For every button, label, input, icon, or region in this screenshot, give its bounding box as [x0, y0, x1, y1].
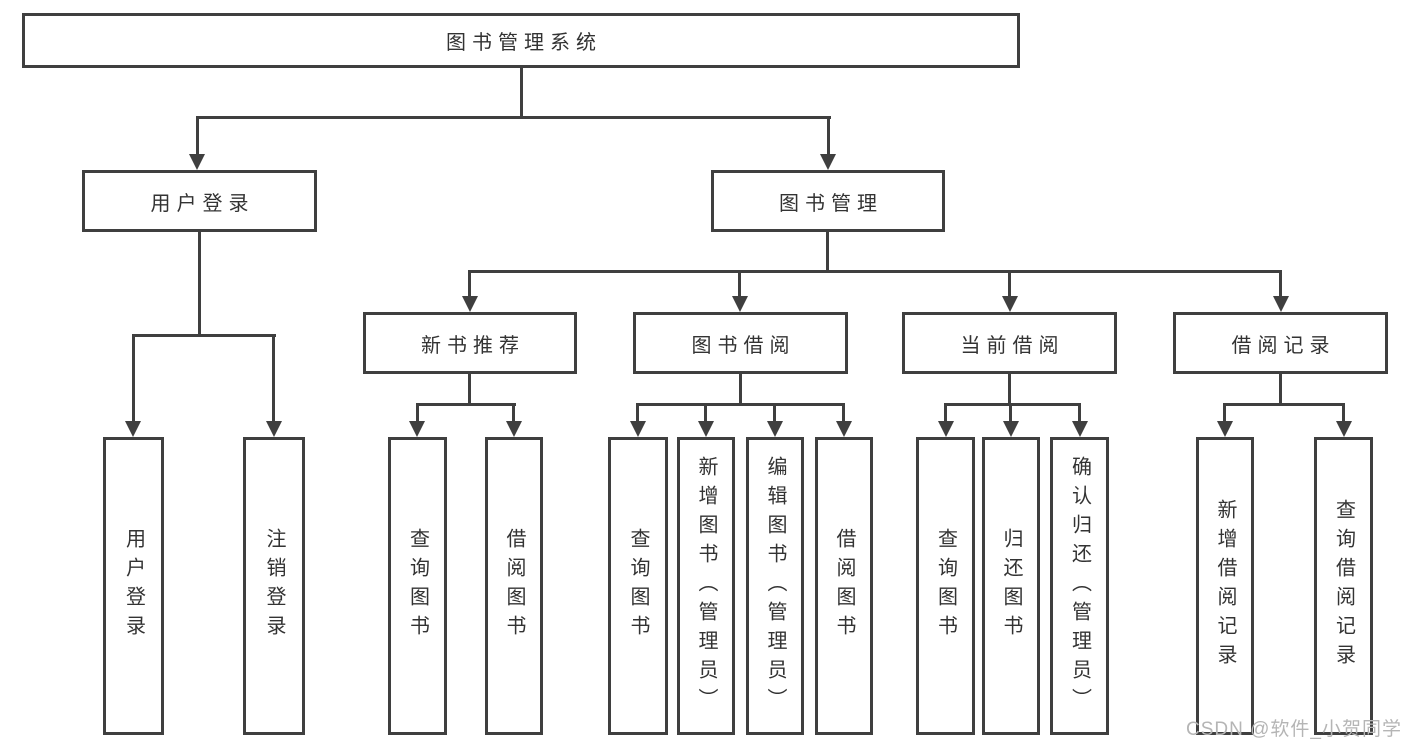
connector-vline — [636, 403, 639, 423]
leaf-label: 借阅图书 — [833, 528, 855, 644]
node-book-management: 图书管理 — [711, 170, 945, 232]
leaf-label: 新增图书（管理员） — [695, 455, 717, 717]
leaf-query-books-recommend: 查询图书 — [388, 437, 447, 735]
arrow-down-icon — [630, 421, 646, 437]
connector-vline — [1279, 270, 1282, 298]
arrow-down-icon — [767, 421, 783, 437]
leaf-return-books: 归还图书 — [982, 437, 1040, 735]
leaf-label: 用户登录 — [122, 528, 145, 644]
connector-vline — [1009, 403, 1012, 423]
leaf-confirm-return-admin: 确认归还（管理员） — [1050, 437, 1109, 735]
leaf-borrow-books-borrowing: 借阅图书 — [815, 437, 873, 735]
connector-vline — [416, 403, 419, 423]
leaf-logout: 注销登录 — [243, 437, 305, 735]
connector-hline — [636, 403, 845, 406]
csdn-watermark: CSDN @软件_小贺同学 — [1186, 719, 1402, 740]
connector-vline — [773, 403, 776, 423]
leaf-label: 借阅图书 — [503, 528, 525, 644]
arrow-down-icon — [1003, 421, 1019, 437]
leaf-label: 确认归还（管理员） — [1068, 455, 1091, 717]
leaf-label: 查询图书 — [627, 528, 649, 644]
connector-hline — [944, 403, 1080, 406]
arrow-down-icon — [1072, 421, 1088, 437]
node-new-book-recommend: 新书推荐 — [363, 312, 577, 374]
connector-vline — [1279, 374, 1282, 405]
leaf-query-borrow-record: 查询借阅记录 — [1314, 437, 1373, 735]
connector-vline — [1342, 403, 1345, 423]
leaf-label: 查询图书 — [934, 528, 957, 644]
leaf-borrow-books-recommend: 借阅图书 — [485, 437, 543, 735]
leaf-label: 编辑图书（管理员） — [764, 455, 786, 717]
connector-hline — [196, 116, 831, 119]
connector-vline — [842, 403, 845, 423]
connector-vline — [826, 232, 829, 272]
connector-vline — [272, 334, 275, 422]
leaf-label: 注销登录 — [263, 528, 285, 644]
arrow-down-icon — [732, 296, 748, 312]
connector-vline — [468, 270, 471, 298]
arrow-down-icon — [506, 421, 522, 437]
leaf-label: 查询图书 — [406, 528, 429, 644]
connector-vline — [198, 232, 201, 336]
node-user-login: 用户登录 — [82, 170, 317, 232]
connector-vline — [1078, 403, 1081, 423]
connector-hline — [468, 270, 1282, 273]
arrow-down-icon — [409, 421, 425, 437]
connector-vline — [738, 270, 741, 298]
connector-vline — [520, 68, 523, 118]
leaf-label: 归还图书 — [1000, 528, 1022, 644]
leaf-edit-book-admin: 编辑图书（管理员） — [746, 437, 804, 735]
leaf-add-borrow-record: 新增借阅记录 — [1196, 437, 1254, 735]
connector-vline — [827, 116, 830, 156]
connector-hline — [132, 334, 276, 337]
arrow-down-icon — [1002, 296, 1018, 312]
leaf-label: 查询借阅记录 — [1332, 499, 1355, 673]
node-borrowing-records: 借阅记录 — [1173, 312, 1388, 374]
connector-hline — [1223, 403, 1344, 406]
connector-vline — [132, 334, 135, 422]
leaf-query-books-current: 查询图书 — [916, 437, 975, 735]
arrow-down-icon — [266, 421, 282, 437]
connector-vline — [1008, 270, 1011, 298]
node-book-borrowing: 图书借阅 — [633, 312, 848, 374]
arrow-down-icon — [189, 154, 205, 170]
leaf-query-books-borrowing: 查询图书 — [608, 437, 668, 735]
arrow-down-icon — [125, 421, 141, 437]
arrow-down-icon — [462, 296, 478, 312]
connector-vline — [512, 403, 515, 423]
leaf-label: 新增借阅记录 — [1214, 499, 1236, 673]
arrow-down-icon — [698, 421, 714, 437]
leaf-user-login: 用户登录 — [103, 437, 164, 735]
arrow-down-icon — [1273, 296, 1289, 312]
arrow-down-icon — [1217, 421, 1233, 437]
node-current-borrowing: 当前借阅 — [902, 312, 1117, 374]
connector-vline — [468, 374, 471, 405]
connector-vline — [739, 374, 742, 405]
connector-hline — [416, 403, 516, 406]
arrow-down-icon — [836, 421, 852, 437]
arrow-down-icon — [820, 154, 836, 170]
arrow-down-icon — [938, 421, 954, 437]
connector-vline — [196, 116, 199, 156]
node-book-management-system: 图书管理系统 — [22, 13, 1020, 68]
connector-vline — [944, 403, 947, 423]
leaf-add-book-admin: 新增图书（管理员） — [677, 437, 735, 735]
connector-vline — [1008, 374, 1011, 405]
arrow-down-icon — [1336, 421, 1352, 437]
connector-vline — [1223, 403, 1226, 423]
connector-vline — [704, 403, 707, 423]
